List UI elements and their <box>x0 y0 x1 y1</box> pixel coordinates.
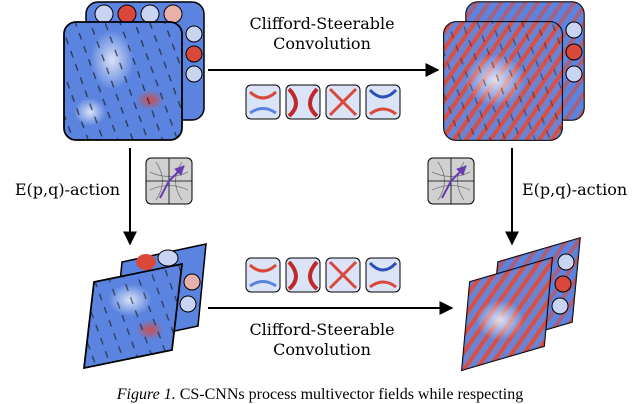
transformed-output-stack <box>460 236 581 372</box>
figure-caption: Figure 1. CS-CNNs process multivector fi… <box>0 386 640 404</box>
bottom-kernel-thumbnails <box>245 257 401 293</box>
bottom-convolution-label-line2: Convolution <box>273 340 371 359</box>
top-kernel-thumbnails <box>245 84 401 120</box>
right-action-inset <box>427 157 475 205</box>
left-action-label: E(p,q)-action <box>14 180 120 199</box>
left-action-inset <box>145 157 193 205</box>
input-field-stack <box>63 1 205 141</box>
top-convolution-label: Clifford-Steerable Convolution <box>236 14 408 54</box>
figure-number: Figure 1. <box>116 386 176 403</box>
transformed-input-stack <box>82 243 207 370</box>
top-convolution-label-line1: Clifford-Steerable <box>249 14 395 33</box>
caption-text: CS-CNNs process multivector fields while… <box>179 386 524 403</box>
top-convolution-label-line2: Convolution <box>273 34 371 53</box>
multivector-circles-row <box>94 4 203 83</box>
right-action-label: E(p,q)-action <box>522 180 628 199</box>
output-field-stack <box>443 1 585 141</box>
bottom-convolution-label-line1: Clifford-Steerable <box>249 320 395 339</box>
bottom-convolution-label: Clifford-Steerable Convolution <box>236 320 408 360</box>
